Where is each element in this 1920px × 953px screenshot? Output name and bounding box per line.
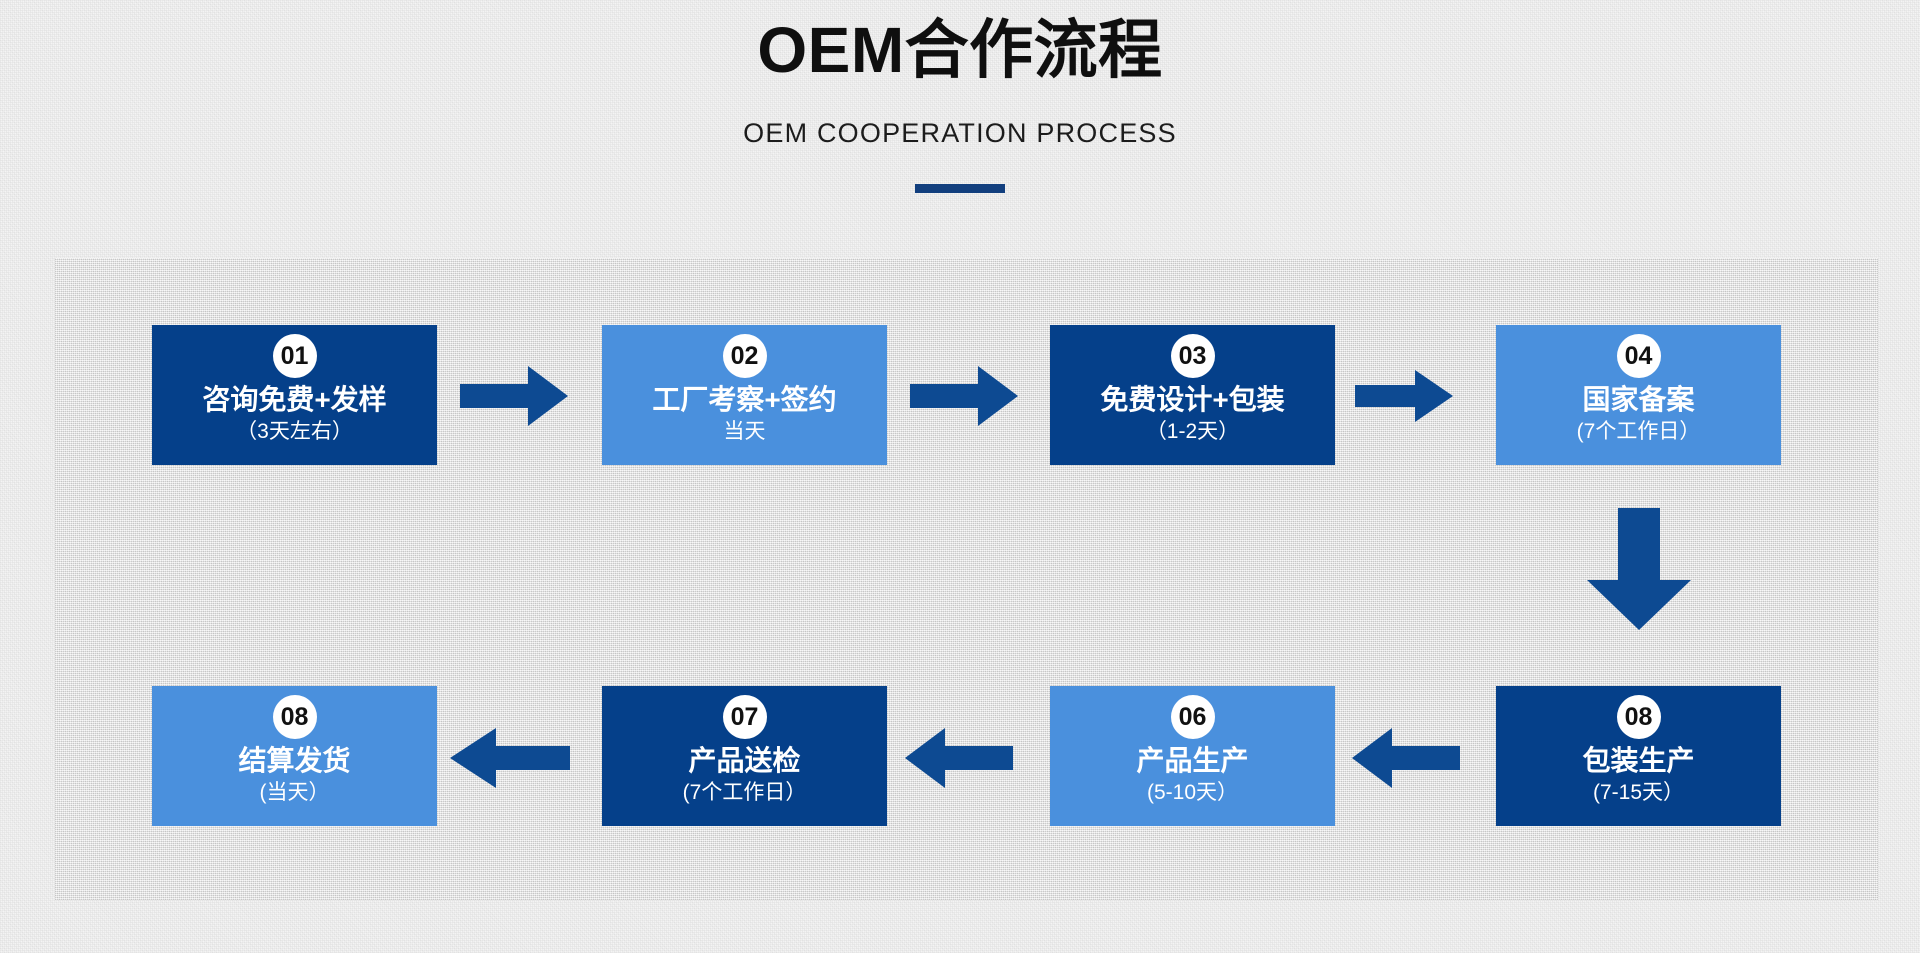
page-header: OEM合作流程 OEM COOPERATION PROCESS — [0, 0, 1920, 193]
process-step-08[interactable]: 08 结算发货 (当天） — [152, 686, 437, 826]
step-duration: (当天） — [259, 780, 330, 804]
arrow-right-02-to-03-icon — [910, 366, 1018, 426]
process-step-03[interactable]: 03 免费设计+包装 （1-2天） — [1050, 325, 1335, 465]
page-title: OEM合作流程 — [757, 14, 1163, 86]
process-step-05-packaging[interactable]: 08 包装生产 (7-15天） — [1496, 686, 1781, 826]
arrow-left-06-to-07-icon — [905, 728, 1013, 788]
step-number-badge: 02 — [722, 334, 767, 378]
process-step-01[interactable]: 01 咨询免费+发样 （3天左右） — [152, 325, 437, 465]
step-duration: （1-2天） — [1145, 419, 1240, 443]
step-number-badge: 08 — [272, 695, 317, 739]
step-title: 结算发货 — [238, 745, 351, 776]
arrow-right-03-to-04-icon — [1355, 370, 1453, 422]
arrow-left-05-to-06-icon — [1352, 728, 1460, 788]
step-title: 产品生产 — [1136, 745, 1249, 776]
step-title: 咨询免费+发样 — [202, 384, 387, 415]
step-duration: (7-15天） — [1592, 780, 1685, 804]
step-number-badge: 03 — [1170, 334, 1215, 378]
step-duration: (5-10天） — [1146, 780, 1239, 804]
process-step-02[interactable]: 02 工厂考察+签约 当天 — [602, 325, 887, 465]
arrow-left-07-to-08-icon — [450, 728, 570, 788]
step-number-badge: 04 — [1616, 334, 1661, 378]
step-duration: 当天 — [723, 419, 766, 443]
step-title: 工厂考察+签约 — [652, 384, 837, 415]
step-number-badge: 06 — [1170, 695, 1215, 739]
step-title: 国家备案 — [1582, 384, 1695, 415]
step-duration: (7个工作日） — [1576, 419, 1701, 443]
process-step-07[interactable]: 07 产品送检 (7个工作日） — [602, 686, 887, 826]
page-subtitle: OEM COOPERATION PROCESS — [743, 118, 1177, 148]
step-title: 免费设计+包装 — [1100, 384, 1285, 415]
step-title: 产品送检 — [688, 745, 801, 776]
process-step-06[interactable]: 06 产品生产 (5-10天） — [1050, 686, 1335, 826]
arrow-right-01-to-02-icon — [460, 366, 568, 426]
step-duration: （3天左右） — [236, 419, 353, 443]
process-step-04[interactable]: 04 国家备案 (7个工作日） — [1496, 325, 1781, 465]
step-title: 包装生产 — [1582, 745, 1695, 776]
step-number-badge: 01 — [272, 334, 317, 378]
step-number-badge: 08 — [1616, 695, 1661, 739]
arrow-down-04-to-05-icon — [1587, 508, 1691, 630]
accent-rule — [915, 184, 1005, 193]
step-duration: (7个工作日） — [682, 780, 807, 804]
step-number-badge: 07 — [722, 695, 767, 739]
